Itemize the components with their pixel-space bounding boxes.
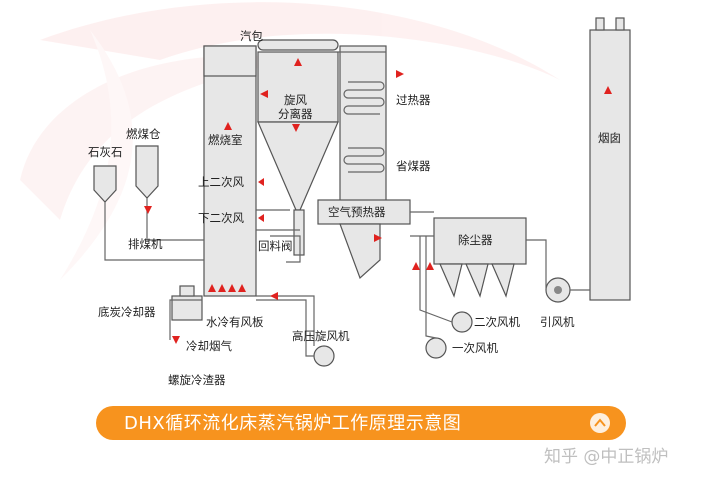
primary-fan (425, 337, 447, 359)
label-primary-fan: 一次风机 (452, 341, 498, 355)
background-swirl (20, 2, 560, 280)
dust-collector (433, 217, 527, 298)
label-dust-collector: 除尘器 (458, 233, 493, 247)
hp-fan (313, 345, 335, 367)
label-secondary-fan: 二次风机 (474, 315, 520, 329)
secondary-fan (451, 311, 473, 333)
superheater-coil (343, 81, 385, 115)
convection-pass (339, 45, 387, 207)
chimney (589, 17, 631, 301)
label-combustion-chamber: 燃烧室 (208, 133, 243, 147)
economizer-coil (343, 147, 385, 173)
label-cyclone-line1: 旋风 (284, 93, 307, 107)
induced-draft-fan (545, 277, 571, 303)
label-cooling-flue: 冷却烟气 (186, 339, 232, 353)
label-hp-fan: 高压旋风机 (292, 329, 350, 343)
label-coal-feeder: 排煤机 (128, 237, 163, 251)
air-preheater (317, 199, 411, 280)
label-return-valve: 回料阀 (258, 239, 293, 253)
title-banner: DHX循环流化床蒸汽锅炉工作原理示意图 (96, 406, 626, 440)
label-limestone: 石灰石 (88, 145, 123, 159)
coal-bin (135, 145, 159, 199)
limestone-bin (93, 165, 117, 203)
pipework (104, 51, 590, 357)
label-lower-secondary-air: 下二次风 (198, 211, 244, 225)
label-screw-cooler: 螺旋冷渣器 (168, 373, 226, 387)
label-superheater: 过热器 (396, 93, 431, 107)
label-chimney: 烟囱 (598, 131, 621, 145)
label-coal-bin: 燃煤仓 (126, 127, 161, 141)
combustion-chamber (203, 45, 257, 297)
steam-drum (257, 39, 339, 51)
flow-arrows (144, 58, 612, 344)
watermark: 知乎 @中正锅炉 (544, 447, 668, 467)
label-upper-secondary-air: 上二次风 (198, 175, 244, 189)
label-cyclone-line2: 分离器 (278, 107, 313, 121)
banner-title: DHX循环流化床蒸汽锅炉工作原理示意图 (124, 413, 461, 434)
label-water-cooled-plate: 水冷有风板 (206, 315, 264, 329)
label-id-fan: 引风机 (540, 315, 575, 329)
chevron-up-icon[interactable] (590, 413, 610, 433)
labels: 汽包 燃煤仓 石灰石 燃烧室 旋风 分离器 过热器 省煤器 上二次风 下二次风 … (88, 29, 621, 387)
ash-cooler (171, 285, 203, 321)
label-economizer: 省煤器 (396, 159, 431, 173)
label-ash-cooler: 底炭冷却器 (98, 305, 156, 319)
label-drum: 汽包 (240, 29, 263, 43)
label-air-preheater: 空气预热器 (328, 205, 386, 219)
